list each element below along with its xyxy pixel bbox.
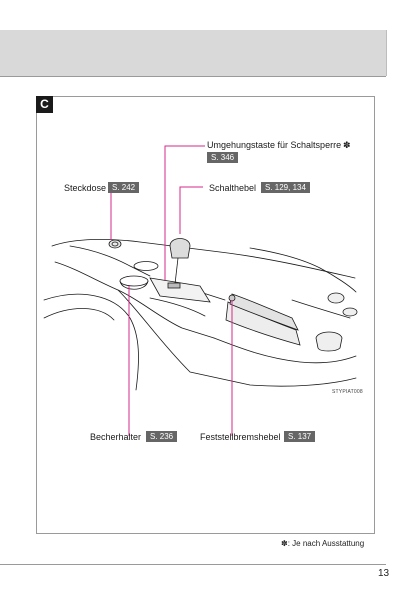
parkingbrake-page-ref[interactable]: S. 137	[284, 431, 316, 442]
rear-knob	[327, 292, 345, 304]
bypass-marker: ✽	[343, 140, 351, 150]
image-code: STYPIAT008	[332, 389, 363, 395]
console-rib-2	[149, 297, 206, 317]
shift-gate	[149, 277, 211, 303]
rear-cupholder	[315, 331, 343, 352]
footnote: ✽: Je nach Ausstattung	[281, 539, 365, 548]
console-side-panel	[117, 289, 357, 387]
page-number: 13	[378, 568, 390, 579]
seat-curve-outer	[43, 308, 115, 321]
parking-brake-lever	[229, 293, 299, 331]
right-panel-lower	[291, 299, 351, 319]
cupholder-well	[119, 280, 149, 290]
bypass-page-ref[interactable]: S. 346	[207, 152, 239, 163]
parkingbrake-label: Feststellbremshebel	[200, 432, 281, 442]
cupholder-page-ref[interactable]: S. 236	[146, 431, 178, 442]
power-socket-inner	[111, 241, 119, 247]
power-socket	[108, 239, 122, 249]
cupholder-front	[119, 275, 149, 287]
right-panel-edge	[249, 247, 357, 293]
cupholder-rear	[133, 261, 159, 271]
leader-shift	[179, 186, 203, 234]
console-top-surface	[69, 245, 151, 277]
shift-page-ref[interactable]: S. 129, 134	[261, 182, 310, 193]
shift-lock-button	[167, 282, 181, 289]
header-band	[0, 30, 387, 76]
header-rule	[0, 76, 386, 77]
shift-label: Schalthebel	[209, 183, 257, 193]
socket-page-ref[interactable]: S. 242	[108, 182, 140, 193]
console-bottom-edge	[213, 337, 357, 364]
section-badge: C	[36, 96, 53, 113]
shift-lever-stem	[174, 257, 179, 285]
dashboard-lower-edge	[51, 238, 356, 279]
cupholder-label: Becherhalter	[90, 432, 142, 442]
bypass-label: Umgehungstaste für Schaltsperre	[207, 140, 342, 150]
figure-frame	[36, 96, 375, 534]
leader-bypass	[164, 145, 205, 280]
socket-label: Steckdose	[64, 183, 107, 193]
shift-lever-knob	[169, 238, 191, 259]
rear-knob-2	[342, 307, 358, 317]
bottom-rule	[0, 564, 386, 565]
seat-curve-left	[43, 293, 139, 391]
